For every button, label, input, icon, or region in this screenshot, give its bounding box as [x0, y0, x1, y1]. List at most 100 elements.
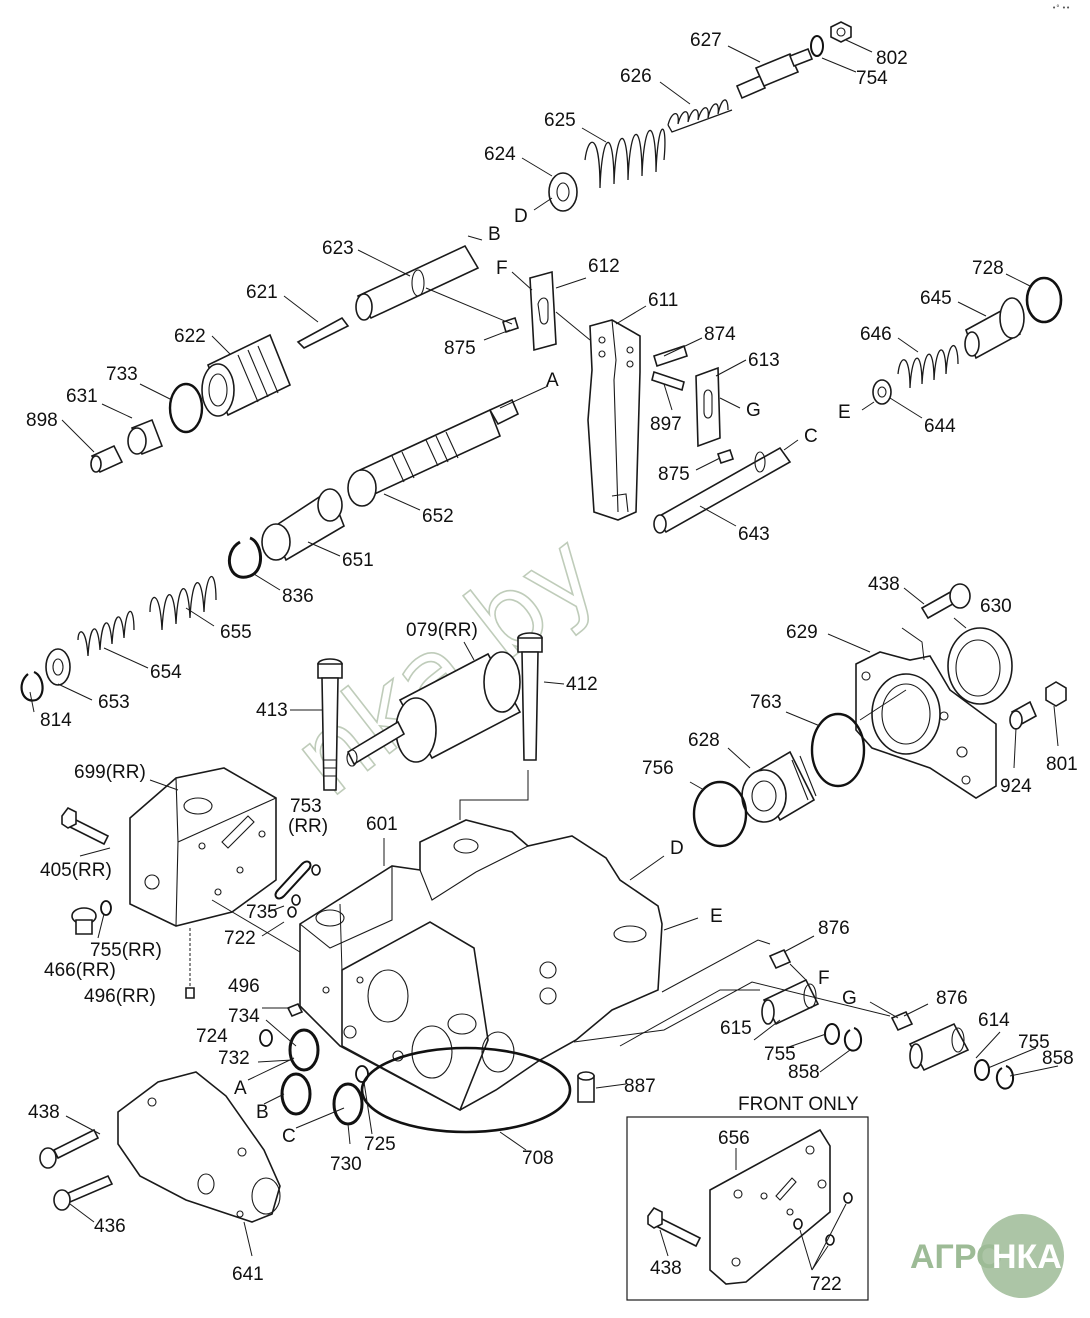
part-756-oring	[692, 780, 748, 848]
label-412: 412	[566, 674, 598, 695]
part-413-bolt	[317, 658, 343, 791]
label-858-b: 858	[1042, 1048, 1074, 1069]
label-625: 625	[544, 110, 576, 131]
label-D-top: D	[514, 206, 528, 227]
label-496: 496	[228, 976, 260, 997]
label-626: 626	[620, 66, 652, 87]
part-641-cover	[117, 1071, 281, 1223]
part-626-spring	[667, 99, 733, 133]
label-622: 622	[174, 326, 206, 347]
part-733-oring	[168, 382, 204, 434]
cover-641-group	[39, 1071, 281, 1223]
part-858-snapring-b	[995, 1065, 1014, 1090]
part-436-bolt	[53, 1174, 114, 1211]
label-733: 733	[106, 364, 138, 385]
part-730-oring	[332, 1082, 364, 1126]
part-613-plate	[695, 366, 721, 448]
label-755-a: 755	[764, 1044, 796, 1065]
part-874-pin	[653, 344, 688, 368]
part-412-bolt	[517, 632, 543, 761]
part-728-oring	[1025, 276, 1063, 324]
label-A-body: A	[234, 1078, 247, 1099]
leader-lines	[29, 39, 1059, 1257]
solenoid-group	[317, 632, 543, 791]
part-627-plug	[735, 47, 814, 100]
label-802: 802	[876, 48, 908, 69]
logo-left-text: АГРО	[910, 1238, 1003, 1276]
part-621-needle	[296, 316, 350, 349]
label-436: 436	[94, 1216, 126, 1237]
agronka-logo: АГРО НКА	[910, 1214, 1064, 1298]
label-656: 656	[718, 1128, 750, 1149]
label-079rr: 079(RR)	[406, 620, 478, 641]
part-615-pin	[761, 978, 820, 1026]
label-887: 887	[624, 1076, 656, 1097]
label-652: 652	[422, 506, 454, 527]
label-651: 651	[342, 550, 374, 571]
label-621: 621	[246, 282, 278, 303]
part-653-seat	[45, 648, 71, 686]
label-858-a: 858	[788, 1062, 820, 1083]
part-655-spring	[149, 576, 217, 631]
part-630-nut	[947, 627, 1013, 705]
valve-spring-stack-top	[548, 21, 852, 212]
part-656-plate	[709, 1128, 831, 1285]
part-623-pin	[355, 244, 480, 321]
part-836-snapring	[228, 536, 262, 579]
label-724: 724	[196, 1026, 228, 1047]
label-643: 643	[738, 524, 770, 545]
part-755rr-oring	[100, 900, 112, 916]
label-438-inset: 438	[650, 1258, 682, 1279]
part-755-oring-a	[824, 1023, 840, 1045]
label-732: 732	[218, 1048, 250, 1069]
label-627: 627	[690, 30, 722, 51]
label-875-mid: 875	[658, 464, 690, 485]
label-628: 628	[688, 730, 720, 751]
label-624: 624	[484, 144, 516, 165]
cover-629-group	[692, 583, 1067, 848]
label-629: 629	[786, 622, 818, 643]
part-612-plate	[529, 270, 557, 352]
label-875-top: 875	[444, 338, 476, 359]
label-924: 924	[1000, 776, 1032, 797]
part-oring-b	[280, 1072, 312, 1116]
label-601: 601	[366, 814, 398, 835]
part-438-bolt-top	[920, 583, 971, 620]
label-753: 753	[290, 796, 322, 817]
part-624-seat	[548, 172, 578, 212]
label-646: 646	[860, 324, 892, 345]
part-858-snapring-a	[843, 1027, 862, 1052]
part-876-pin-a	[768, 948, 792, 970]
part-708-oring	[360, 1046, 572, 1134]
part-496rr-pin	[185, 987, 195, 999]
label-722-inset: 722	[810, 1274, 842, 1295]
part-875-pin-a	[502, 316, 519, 334]
part-496-pin	[286, 1002, 304, 1018]
inset-front-only	[626, 1116, 869, 1301]
part-614-pin	[908, 1022, 970, 1072]
label-722-body: 722	[224, 928, 256, 949]
inset-title: FRONT ONLY	[738, 1094, 859, 1115]
part-079-solenoid	[346, 651, 522, 767]
label-612: 612	[588, 256, 620, 277]
label-623: 623	[322, 238, 354, 259]
part-643-shaft	[653, 446, 792, 534]
label-708: 708	[522, 1148, 554, 1169]
part-924-plug	[1009, 700, 1038, 730]
label-756: 756	[642, 758, 674, 779]
label-496rr: 496(RR)	[84, 986, 156, 1007]
label-728: 728	[972, 258, 1004, 279]
label-876-a: 876	[818, 918, 850, 939]
label-G-body: G	[842, 988, 857, 1009]
right-pins	[761, 948, 1014, 1090]
label-755-b: 755	[1018, 1032, 1050, 1053]
body-seals	[259, 860, 595, 1134]
label-615: 615	[720, 1018, 752, 1039]
corner-mark: •° ••	[1052, 4, 1070, 12]
part-646-spring	[897, 344, 959, 389]
label-734: 734	[228, 1006, 260, 1027]
part-898-pin	[90, 444, 124, 474]
label-C-top: C	[804, 426, 818, 447]
right-relief-stack	[872, 276, 1063, 405]
part-814-snapring	[20, 670, 44, 702]
